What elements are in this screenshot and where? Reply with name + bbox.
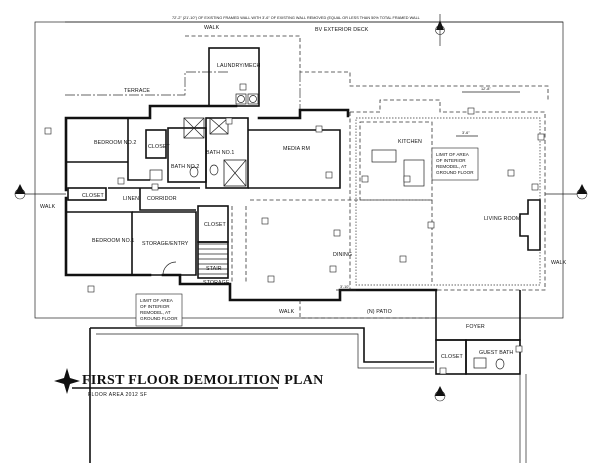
shaft-x-mark-b: [209, 117, 229, 135]
fireplace-outline: [519, 199, 541, 251]
patio-label: (N) PATIO: [367, 309, 392, 315]
section-marker-left-icon: [14, 184, 26, 200]
media-room-label: MEDIA RM: [283, 146, 310, 152]
kitchen-label: KITCHEN: [398, 139, 422, 145]
foyer-label: FOYER: [466, 324, 485, 330]
corridor-label: CORRIDOR: [147, 196, 177, 202]
lower-retaining-wall: [89, 327, 434, 463]
stair-label: STAIR: [206, 266, 222, 272]
linen-label: LINEN: [123, 196, 139, 202]
shaft-x-box-b: [209, 117, 229, 135]
house-exterior-wall: [64, 104, 438, 302]
shaft-x-box-a: [183, 117, 205, 139]
closet-b-outline: [67, 187, 107, 201]
bath2-outline: [167, 127, 207, 183]
shaft-x-mark-c: [223, 159, 247, 187]
walk-left-label: WALK: [40, 204, 56, 210]
roof-overhang-outline: [65, 71, 301, 110]
bath1-toilet-icon: [209, 164, 219, 176]
bath2-label: BATH NO.2: [171, 164, 199, 170]
dining-walls: [250, 199, 433, 284]
living-room-label: LIVING ROOM: [484, 216, 520, 222]
guest-bath-toilet-icon: [495, 358, 505, 370]
limit-note-right-4: GROUND FLOOR: [436, 170, 474, 175]
walk-bottom-label: WALK: [279, 309, 295, 315]
bedroom2-walls: [66, 118, 150, 181]
walk-top-label: WALK: [204, 25, 220, 31]
limit-note-right-1: LIMIT OF AREA: [436, 152, 470, 157]
bath1-label: BATH NO.1: [206, 150, 234, 156]
exterior-deck-label: BV EXTERIOR DECK: [315, 27, 369, 33]
storage-entry-label: STORAGE/ENTRY: [142, 241, 189, 247]
dim-2-label: 3'-6": [462, 131, 470, 135]
guest-bath-sink-icon: [473, 357, 487, 369]
north-arrow-bottom-icon: [434, 386, 446, 402]
guest-bath-label: GUEST BATH: [479, 350, 513, 356]
bedroom2-label: BEDROOM NO.2: [94, 140, 136, 146]
closet-c-label: CLOSET: [204, 222, 226, 228]
north-arrow-top: [435, 14, 445, 46]
limit-note-left-4: GROUND FLOOR: [140, 316, 178, 321]
plan-title: FIRST FLOOR DEMOLITION PLAN: [82, 373, 324, 388]
keynote-tags: [44, 83, 545, 375]
lower-grade-line: [96, 333, 434, 369]
media-room-walls: [248, 129, 341, 189]
dining-label: DINING: [333, 252, 352, 258]
laundry-label: LAUNDRY/MECH: [217, 63, 261, 69]
limit-note-right-box: [431, 147, 479, 181]
walk-right-label: WALK: [551, 260, 567, 266]
limit-note-right-2: OF INTERIOR: [436, 158, 466, 163]
remodel-inner-boundary: [355, 117, 541, 286]
limit-note-left-3: REMODEL, AT: [140, 310, 171, 315]
washer-drum-icon: [237, 95, 245, 103]
bath2-sink-icon: [149, 169, 163, 181]
dim-3-label: 3'-10": [340, 285, 350, 289]
foyer-walls: [435, 290, 521, 341]
site-boundary: [34, 21, 564, 319]
limit-note-left-1: LIMIT OF AREA: [140, 298, 174, 303]
stair-down-right: [519, 374, 527, 463]
plan-subtitle: FLOOR AREA 2012 SF: [88, 392, 147, 398]
closet-b-label: CLOSET: [82, 193, 104, 199]
stair-rail: [231, 206, 247, 284]
shaft-x-box-c: [223, 159, 247, 187]
entry-door-swing: [162, 261, 177, 276]
stair-treads: [198, 243, 228, 275]
laundry-fixture-washer: [235, 93, 247, 105]
limit-note-right-3: REMODEL, AT: [436, 164, 467, 169]
title-north-star-icon: [54, 368, 80, 394]
dryer-drum-icon: [249, 95, 257, 103]
guest-bath-outline: [465, 339, 521, 375]
bedroom1-label: BEDROOM NO.1: [92, 238, 134, 244]
closet-a-label: CLOSET: [148, 144, 170, 150]
exterior-deck-outline: [185, 35, 549, 100]
stair-outline: [197, 241, 229, 279]
storage-label: STORAGE: [203, 280, 230, 286]
storage-entry-walls: [132, 211, 197, 276]
shaft-x-mark-a: [183, 117, 205, 139]
limit-note-left-box: [135, 293, 183, 327]
section-marker-right-icon: [576, 184, 588, 200]
top-note: 72'-2" (21'-10") OF EXISTING FRAMED WALL…: [172, 16, 420, 20]
terrace-label: TERRACE: [124, 88, 150, 94]
remodel-exterior-wall: [349, 99, 546, 291]
laundry-fixture-dryer: [247, 93, 259, 105]
closet-d-label: CLOSET: [441, 354, 463, 360]
closet-a-outline: [145, 129, 167, 159]
kitchen-counter: [371, 149, 397, 163]
bath2-toilet-icon: [189, 166, 199, 178]
limit-note-left-2: OF INTERIOR: [140, 304, 170, 309]
dim-1-label: 12'-8": [481, 87, 491, 91]
